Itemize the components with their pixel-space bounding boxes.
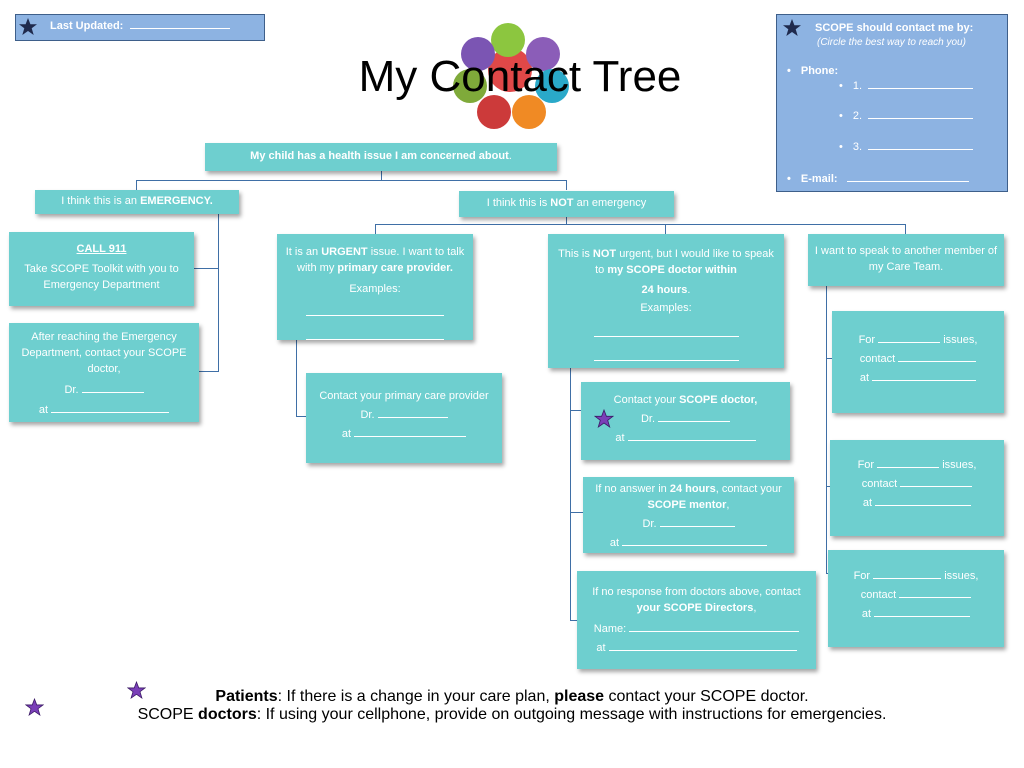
care-team-issue-box: For issues, contact at	[830, 440, 1004, 536]
connector	[566, 217, 567, 225]
connector	[826, 486, 830, 487]
contact-pcp-node: Contact your primary care provider Dr. a…	[306, 373, 502, 463]
doctor-field[interactable]: Dr.	[585, 412, 786, 428]
contact-preferences-box: SCOPE should contact me by: (Circle the …	[776, 14, 1008, 192]
connector	[566, 180, 567, 190]
doctor-field[interactable]: Dr.	[310, 408, 498, 424]
example-field[interactable]	[552, 351, 780, 367]
urgent-node: It is an URGENT issue. I want to talk wi…	[277, 234, 473, 340]
contact-field[interactable]: contact	[832, 588, 1000, 604]
star-icon	[19, 18, 37, 35]
connector	[570, 620, 577, 621]
phone-field[interactable]: at	[581, 641, 812, 657]
connector	[296, 340, 297, 417]
root-node: My child has a health issue I am concern…	[205, 143, 557, 171]
connector	[826, 286, 827, 574]
connector	[905, 224, 906, 234]
contact-heading: SCOPE should contact me by:	[815, 22, 974, 34]
connector	[381, 171, 382, 181]
example-field[interactable]	[281, 330, 469, 346]
connector	[199, 371, 219, 372]
connector	[375, 224, 376, 234]
no-answer-node: If no answer in 24 hours, contact your S…	[583, 477, 794, 553]
phone-field[interactable]: at	[585, 431, 786, 447]
call-911-heading: CALL 911	[76, 243, 127, 255]
no-response-node: If no response from doctors above, conta…	[577, 571, 816, 669]
footer-doctors-note: SCOPE doctors: If using your cellphone, …	[137, 706, 887, 723]
issue-field[interactable]: For issues,	[858, 334, 978, 346]
contact-subheading: (Circle the best way to reach you)	[817, 37, 966, 48]
care-team-node: I want to speak to another member of my …	[808, 234, 1004, 286]
email-field[interactable]: •E-mail:	[787, 173, 969, 185]
phone-item-2[interactable]: •2.	[839, 110, 974, 122]
last-updated-label: Last Updated:	[50, 20, 124, 32]
star-icon	[783, 19, 801, 36]
phone-field[interactable]: at	[310, 427, 498, 443]
contact-field[interactable]: contact	[834, 477, 1000, 493]
last-updated-box: Last Updated:	[15, 14, 265, 41]
care-team-issue-box: For issues, contact at	[832, 311, 1004, 413]
issue-field[interactable]: For issues,	[857, 459, 977, 471]
connector	[136, 180, 137, 190]
connector	[375, 224, 906, 225]
connector	[826, 358, 832, 359]
star-icon	[127, 681, 146, 700]
example-field[interactable]	[552, 327, 780, 343]
connector	[665, 224, 666, 234]
phone-field[interactable]: at	[832, 607, 1000, 623]
footer-patients-note: Patients: If there is a change in your c…	[215, 688, 809, 705]
example-field[interactable]	[281, 306, 469, 322]
phone-label: •Phone:	[787, 65, 839, 77]
after-er-node: After reaching the Emergency Department,…	[9, 323, 199, 422]
connector	[570, 512, 583, 513]
connector	[570, 410, 581, 411]
phone-field[interactable]: at	[15, 403, 193, 419]
connector	[218, 214, 219, 372]
phone-item-3[interactable]: •3.	[839, 141, 974, 153]
star-icon	[25, 698, 44, 717]
phone-field[interactable]: at	[834, 496, 1000, 512]
phone-field[interactable]: at	[587, 536, 790, 552]
contact-field[interactable]: contact	[836, 352, 1000, 368]
connector	[193, 268, 219, 269]
contact-scope-doctor-node: Contact your SCOPE doctor, Dr. at	[581, 382, 790, 460]
not-emergency-node: I think this is NOT an emergency	[459, 191, 674, 217]
not-urgent-node: This is NOT urgent, but I would like to …	[548, 234, 784, 368]
connector	[136, 180, 567, 181]
care-team-issue-box: For issues, contact at	[828, 550, 1004, 647]
issue-field[interactable]: For issues,	[853, 570, 979, 582]
phone-field[interactable]: at	[836, 371, 1000, 387]
call-911-node: CALL 911 Take SCOPE Toolkit with you to …	[9, 232, 194, 306]
emergency-node: I think this is an EMERGENCY.	[35, 190, 239, 214]
doctor-field[interactable]: Dr.	[15, 383, 193, 399]
call-911-text: Take SCOPE Toolkit with you to Emergency…	[24, 262, 179, 291]
last-updated-field[interactable]	[130, 27, 231, 29]
star-icon	[594, 409, 614, 428]
contact-tree-logo	[453, 23, 569, 129]
phone-item-1[interactable]: •1.	[839, 80, 974, 92]
name-field[interactable]: Name:	[581, 622, 812, 638]
connector	[570, 368, 571, 621]
doctor-field[interactable]: Dr.	[587, 517, 790, 533]
connector	[296, 416, 306, 417]
page-title: My Contact Tree	[358, 52, 682, 101]
